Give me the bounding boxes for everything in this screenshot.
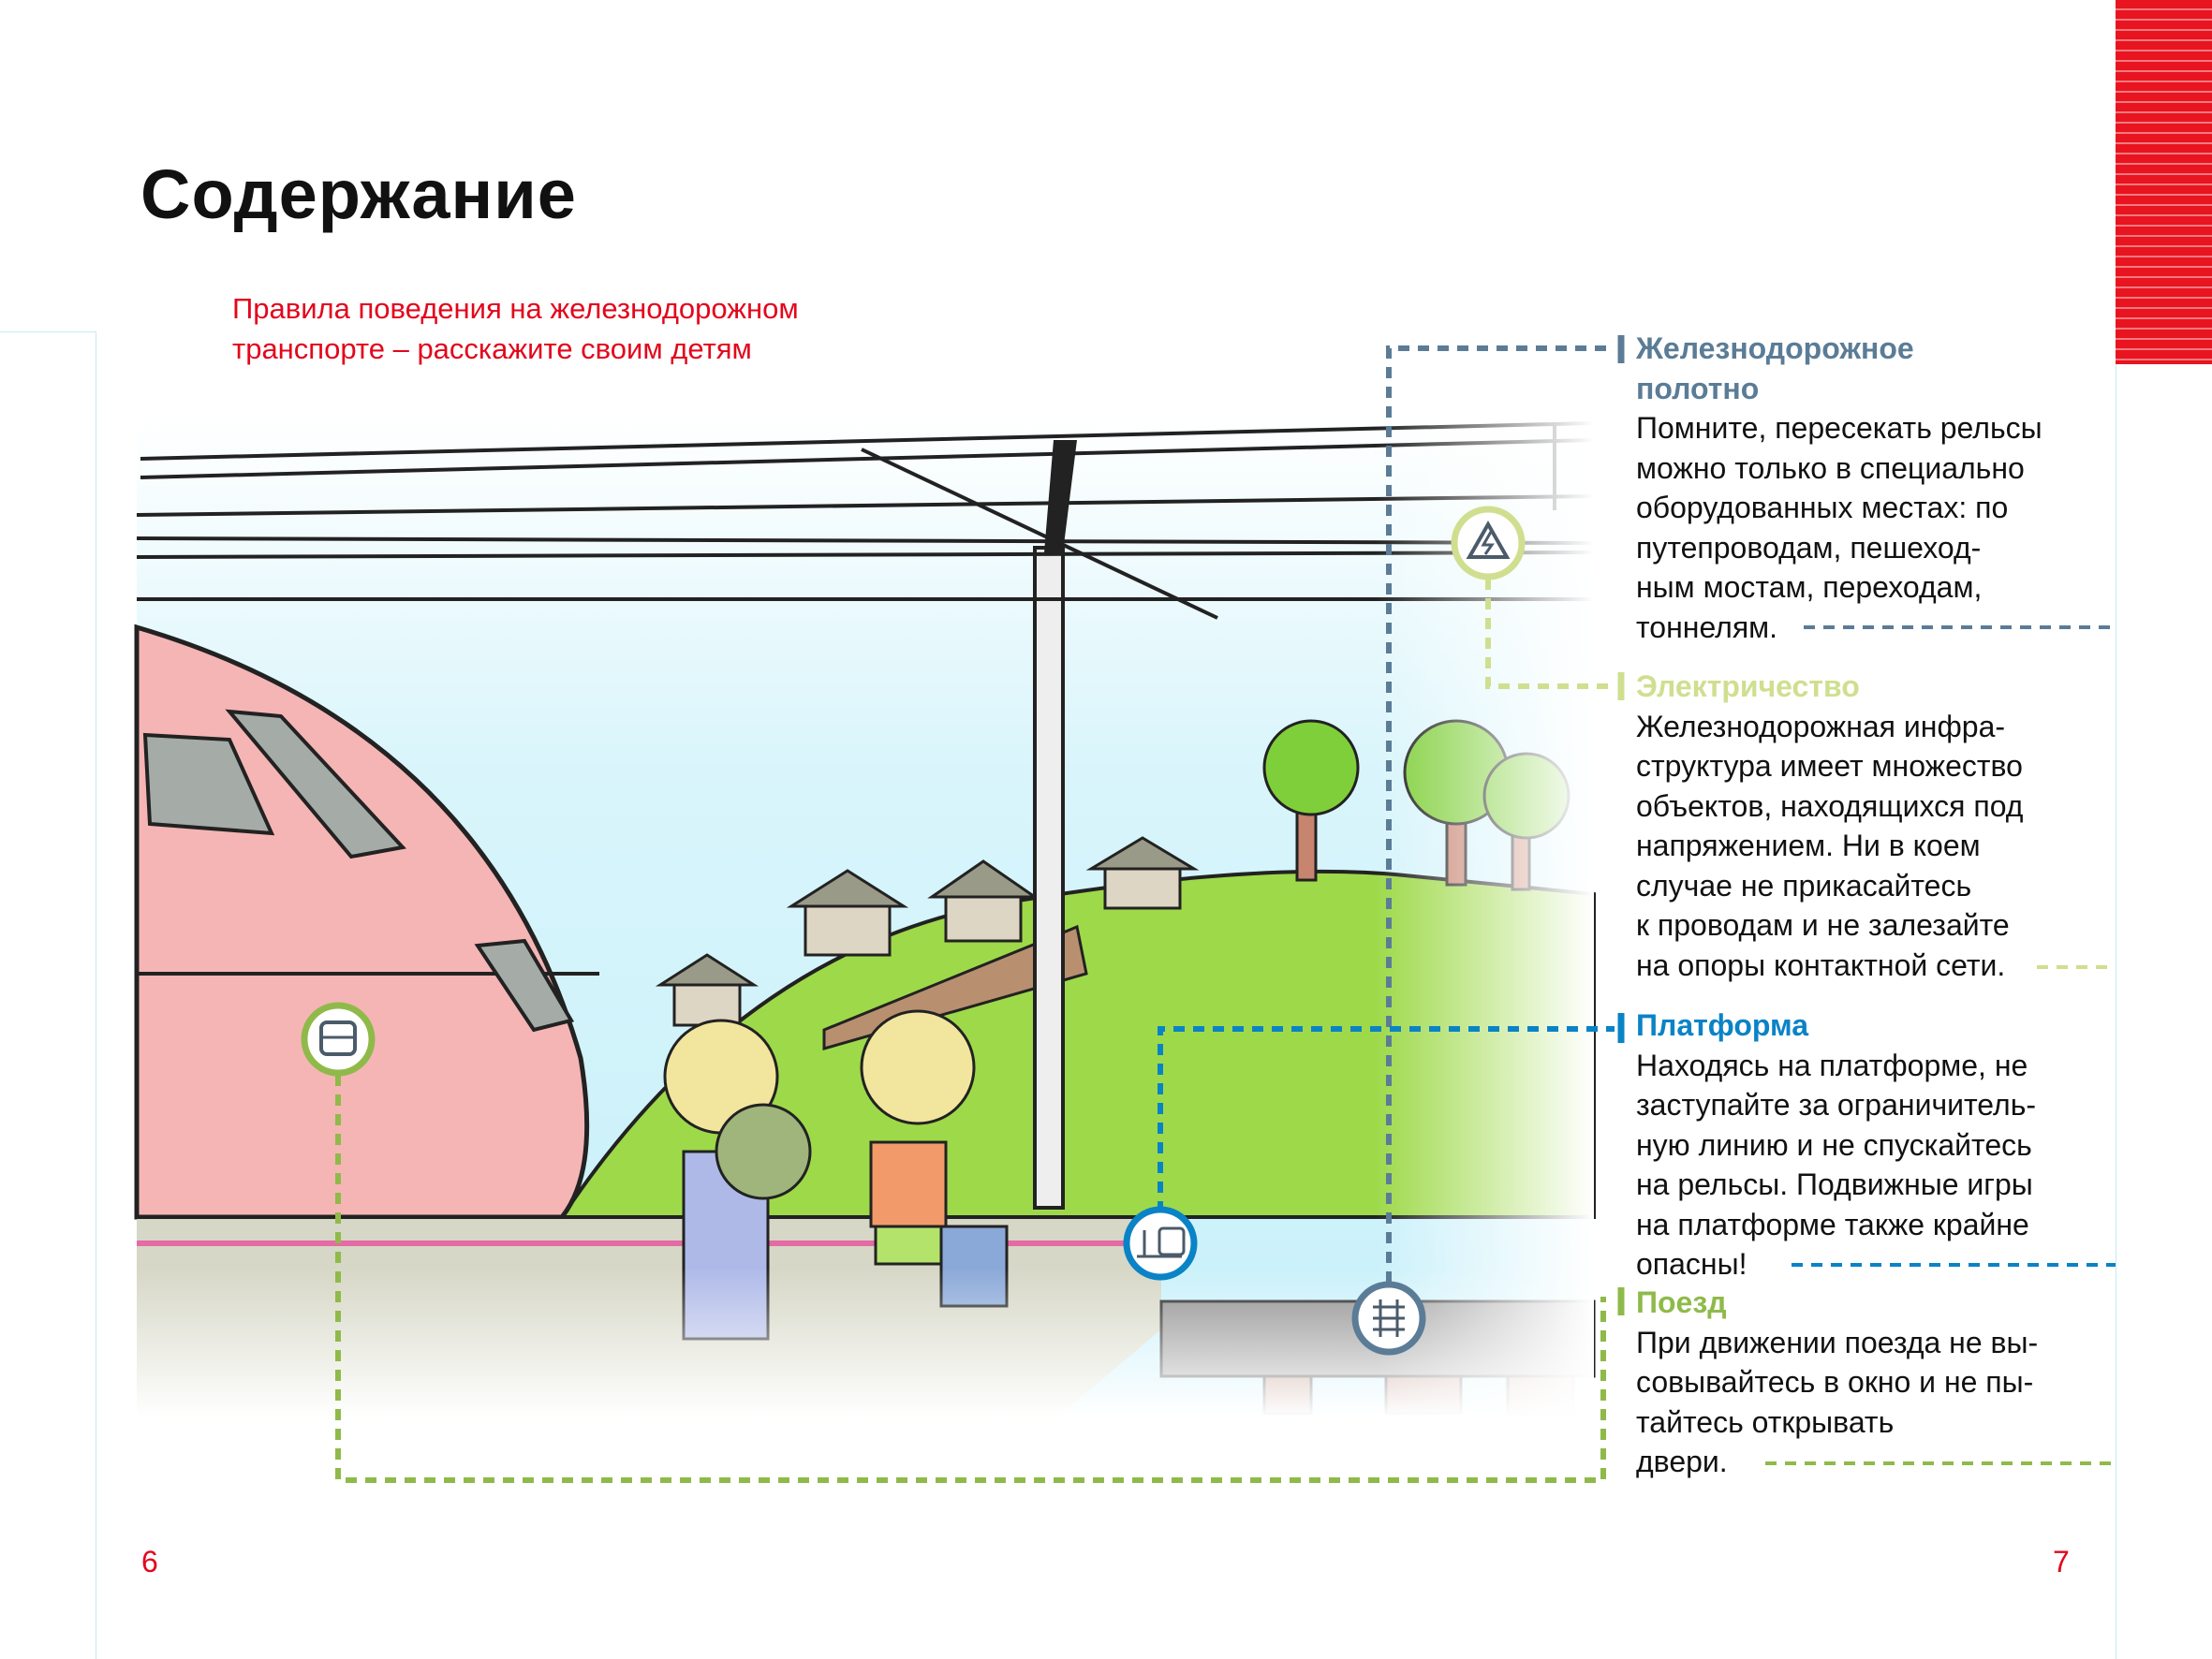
- connector-platform: [1158, 1026, 1615, 1212]
- section-heading: Поезд: [1636, 1285, 1727, 1319]
- subtitle-line: Правила поведения на железнодорожном: [232, 292, 799, 325]
- section-electricity: Электричество Железнодорожная инфра- стр…: [1636, 667, 2123, 985]
- section-text: объектов, находящихся под: [1636, 788, 2024, 823]
- section-text: Помните, пересекать рельсы: [1636, 411, 2042, 445]
- section-text: можно только в специально: [1636, 450, 2025, 485]
- section-text: Находясь на платформе, не: [1636, 1048, 2028, 1082]
- section-text: путепроводам, пешеход-: [1636, 530, 1982, 565]
- section-heading: Железнодорожное: [1636, 331, 1914, 365]
- section-text: Железнодорожная инфра-: [1636, 709, 2006, 743]
- lightning-icon: [1451, 506, 1526, 580]
- section-railbed: Железнодорожное полотно Помните, пересек…: [1636, 329, 2123, 647]
- section-platform: Платформа Находясь на платформе, не заст…: [1636, 1006, 2123, 1285]
- page-border-left: [0, 331, 96, 332]
- section-text: тайтесь открывать: [1636, 1404, 1895, 1439]
- rails-icon: [1351, 1281, 1426, 1356]
- section-text: ную линию и не спускайтесь: [1636, 1127, 2032, 1162]
- connector-railbed: [1386, 345, 1615, 1283]
- section-heading: Платформа: [1636, 1008, 1809, 1042]
- connector-electricity: [1485, 579, 1608, 689]
- section-text: заступайте за ограничитель-: [1636, 1088, 2037, 1122]
- section-text: к проводам и не залезайте: [1636, 908, 2010, 942]
- section-text: совывайтесь в окно и не пы-: [1636, 1365, 2034, 1399]
- section-text: структура имеет множество: [1636, 749, 2023, 783]
- section-heading: Электричество: [1636, 669, 1860, 703]
- section-text: двери.: [1636, 1445, 1728, 1478]
- section-text: напряжением. Ни в коем: [1636, 829, 1981, 862]
- connector-train: [335, 1075, 1606, 1483]
- section-text: При движении поезда не вы-: [1636, 1325, 2039, 1359]
- platform-icon: [1123, 1206, 1198, 1281]
- section-text: тоннелям.: [1636, 609, 1778, 644]
- page-number-right: 7: [2053, 1545, 2070, 1578]
- section-text: на рельсы. Подвижные игры: [1636, 1167, 2033, 1201]
- section-text: на опоры контактной сети.: [1636, 947, 2006, 982]
- section-text: случае не прикасайтесь: [1636, 868, 1972, 903]
- section-heading: полотно: [1636, 371, 1760, 405]
- scene: [134, 416, 1596, 1417]
- subtitle-line: транспорте – расскажите своим детям: [232, 332, 752, 365]
- section-text: на платформе также крайне: [1636, 1207, 2029, 1241]
- section-text: оборудованных местах: по: [1636, 491, 2009, 524]
- page-number-left: 6: [141, 1545, 158, 1578]
- page-title: Содержание: [140, 155, 577, 233]
- subtitle: Правила поведения на железнодорожном тра…: [232, 288, 799, 369]
- section-text: ным мостам, переходам,: [1636, 570, 1983, 604]
- red-stripe-decoration: [2116, 0, 2212, 364]
- section-train: Поезд При движении поезда не вы- совывай…: [1636, 1283, 2123, 1482]
- section-text: опасны!: [1636, 1247, 1747, 1281]
- train-icon: [301, 1002, 376, 1077]
